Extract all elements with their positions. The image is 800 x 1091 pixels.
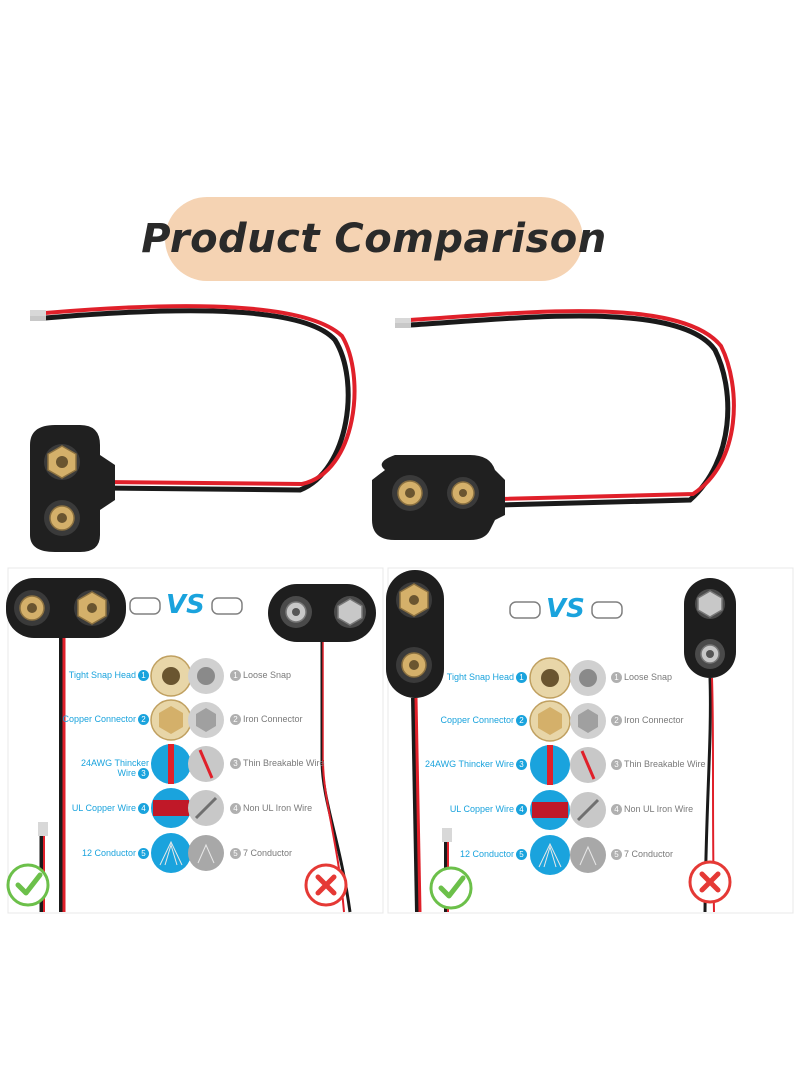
right-fist-bump-icon: [509, 601, 623, 619]
left-good-check: [6, 863, 50, 907]
title-banner: Product Comparison: [141, 197, 606, 281]
left-bad-snap: [268, 584, 376, 913]
right-vs-label: VS: [546, 594, 585, 624]
right-bad-cross: [688, 860, 732, 904]
left-bad-cross: [304, 863, 348, 907]
right-good-snap: [386, 570, 452, 913]
right-good-check: [429, 866, 473, 910]
left-fist-bump-icon: [129, 597, 243, 615]
left-good-snap: [6, 578, 126, 912]
left-feature-icons: [150, 655, 224, 873]
right-battery-snap: [372, 309, 736, 540]
right-feature-icons: [529, 657, 606, 875]
right-bad-snap: [684, 578, 736, 913]
left-vs-label: VS: [166, 590, 205, 620]
page-title: Product Comparison: [141, 216, 607, 262]
top-products-illustration: [30, 304, 736, 552]
left-battery-snap: [30, 304, 357, 552]
